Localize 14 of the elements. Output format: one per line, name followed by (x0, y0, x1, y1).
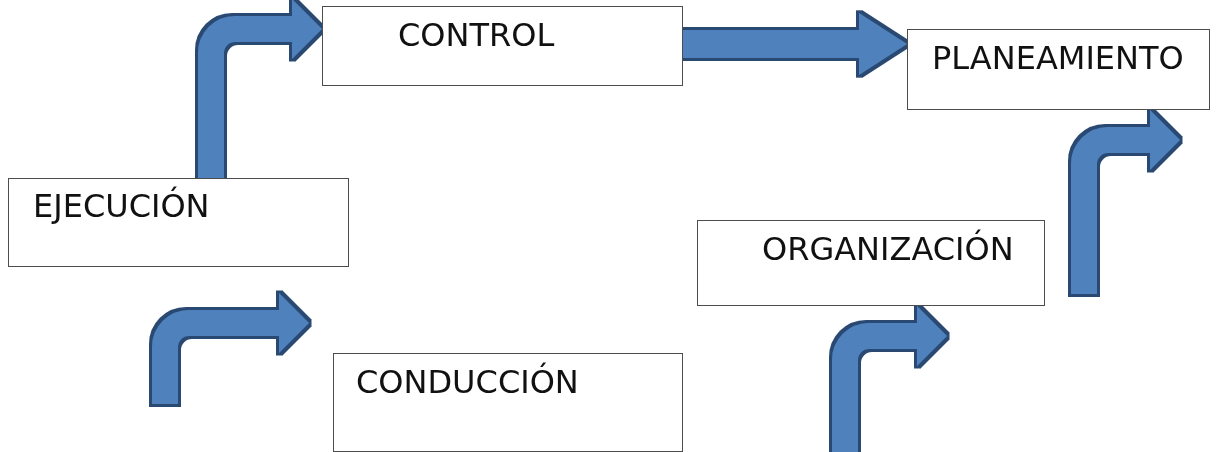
bent-arrow (832, 306, 947, 452)
bent-arrow (152, 293, 309, 404)
process-box (907, 29, 1210, 110)
box-label: CONDUCCIÓN (356, 364, 579, 401)
process-box (322, 6, 683, 86)
box-label: PLANEAMIENTO (932, 40, 1184, 77)
process-box (333, 353, 683, 452)
box-label: CONTROL (398, 17, 555, 54)
bent-arrow (1071, 110, 1180, 294)
box-label: EJECUCIÓN (33, 188, 210, 225)
process-box (8, 178, 349, 267)
block-arrow (683, 13, 907, 75)
box-label: ORGANIZACIÓN (762, 231, 1014, 268)
process-box (697, 220, 1045, 306)
